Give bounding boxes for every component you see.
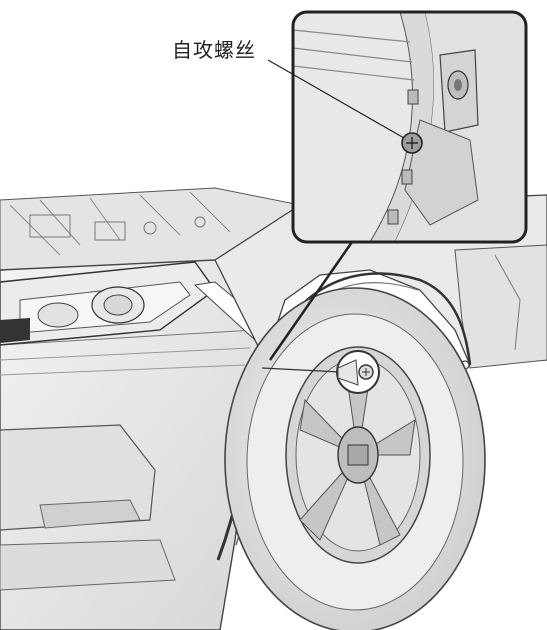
screw-location-marker xyxy=(261,350,380,394)
front-wheel xyxy=(224,287,486,630)
front-bumper xyxy=(0,259,276,630)
headlight xyxy=(0,261,216,346)
inset-connector xyxy=(268,241,354,361)
callout-leader xyxy=(267,59,405,139)
inset-frame xyxy=(291,10,528,244)
detail-inset xyxy=(291,10,528,244)
screw-callout-label: 自攻螺丝 xyxy=(172,38,256,62)
